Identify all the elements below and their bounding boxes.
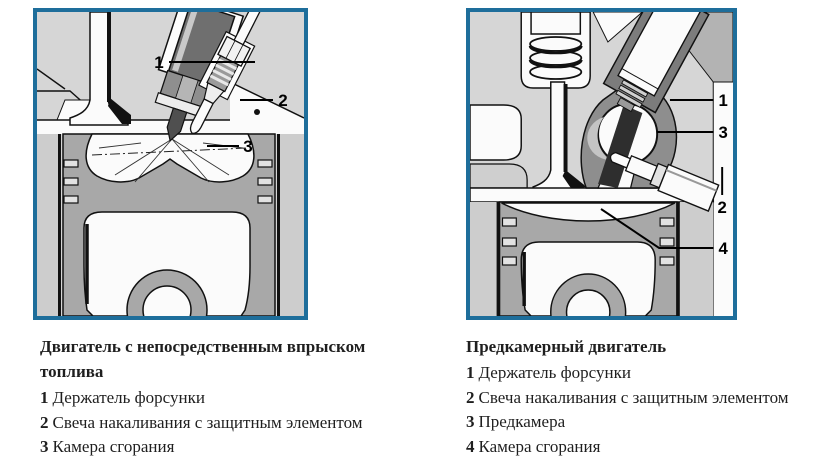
injector-nozzle-tip (616, 97, 636, 113)
intake-port (470, 104, 522, 161)
valve-stem-shadow (107, 12, 111, 102)
left-caption: Двигатель с непосредственным впрыском то… (40, 334, 396, 460)
cylinder-wall-line (496, 202, 500, 316)
glow-plug (609, 151, 720, 212)
glow-plug (189, 12, 264, 134)
piston-rings-right (257, 159, 273, 204)
cylinder-wall-line (277, 134, 280, 316)
legend-num: 3 (40, 437, 49, 456)
legend-num: 2 (40, 412, 49, 432)
injector-nozzle-tip (166, 107, 188, 142)
piston-rings-right (659, 217, 675, 266)
label-prechamber: 3 (718, 123, 727, 142)
injector-nozzle-ring (615, 89, 643, 109)
cylinder-wall-right (280, 134, 304, 316)
legend-text: Держатель форсунки (478, 363, 631, 382)
label-glow-plug: 2 (718, 198, 727, 217)
prechamber-shading (587, 117, 610, 160)
injector-nozzle-ring (618, 84, 646, 103)
left-caption-title: Двигатель с непосредственным впрыском то… (40, 337, 366, 381)
label-injector: 1 (718, 91, 727, 110)
glow-plug-body (657, 163, 720, 212)
combustion-dish (501, 202, 676, 222)
spray-axis-line (91, 147, 248, 156)
cylinder-wall-left (37, 134, 58, 316)
wrist-pin-bore (142, 285, 192, 316)
legend-num: 1 (40, 388, 49, 407)
cylinder-wall-line (58, 134, 61, 316)
legend-num: 4 (466, 436, 475, 456)
right-caption-title: Предкамерный двигатель (466, 337, 667, 356)
valve-spring (528, 36, 583, 80)
wrist-pin-bore (565, 289, 611, 316)
legend-text: Свеча накаливания с защитным элементом (52, 412, 363, 432)
injector-nozzle-ring (621, 79, 649, 98)
legend-num: 2 (466, 387, 475, 407)
valve-stem-shadow (563, 84, 568, 172)
valve-seat-shadow (108, 98, 131, 124)
piston-skirt-interior (83, 211, 251, 316)
legend-text: Держатель форсунки (52, 388, 205, 407)
cylinder-wall-left (470, 202, 497, 316)
head-contour-line (37, 68, 66, 90)
label-chamber: 4 (718, 239, 728, 258)
glow-plug-tip (189, 98, 214, 134)
cylinder-wall-right (679, 202, 714, 316)
head-gap (592, 12, 644, 43)
right-margin (713, 82, 733, 316)
legend-num: 3 (466, 412, 475, 431)
legend-num: 1 (466, 363, 475, 382)
piston-rings-left (63, 159, 79, 204)
bolt-hole (254, 109, 260, 115)
legend-text: Камера сгорания (478, 436, 601, 456)
label-glow-plug: 2 (278, 91, 287, 110)
prechamber-diagram: 1 3 2 4 (470, 12, 733, 316)
direct-injection-diagram-panel: 1 2 3 (33, 8, 308, 320)
spring-retainer (530, 12, 582, 35)
legend-text: Свеча накаливания с защитным элементом (478, 387, 789, 407)
cylinder-wall-line (676, 202, 680, 316)
label-injector: 1 (154, 53, 163, 72)
leader-line-4 (600, 208, 714, 249)
legend-text: Камера сгорания (52, 437, 175, 456)
direct-injection-diagram: 1 2 3 (37, 12, 304, 316)
glow-plug-tip (609, 151, 632, 169)
injector-highlight (172, 12, 199, 72)
injector-body (617, 12, 702, 97)
label-chamber: 3 (243, 137, 252, 156)
fuel-spray-cone (598, 105, 643, 188)
head-contour (470, 163, 528, 189)
piston-rings-left (501, 217, 517, 266)
prechamber-diagram-panel: 1 3 2 4 (466, 8, 737, 320)
legend-text: Предкамера (478, 412, 566, 431)
injector-holder (602, 12, 710, 114)
